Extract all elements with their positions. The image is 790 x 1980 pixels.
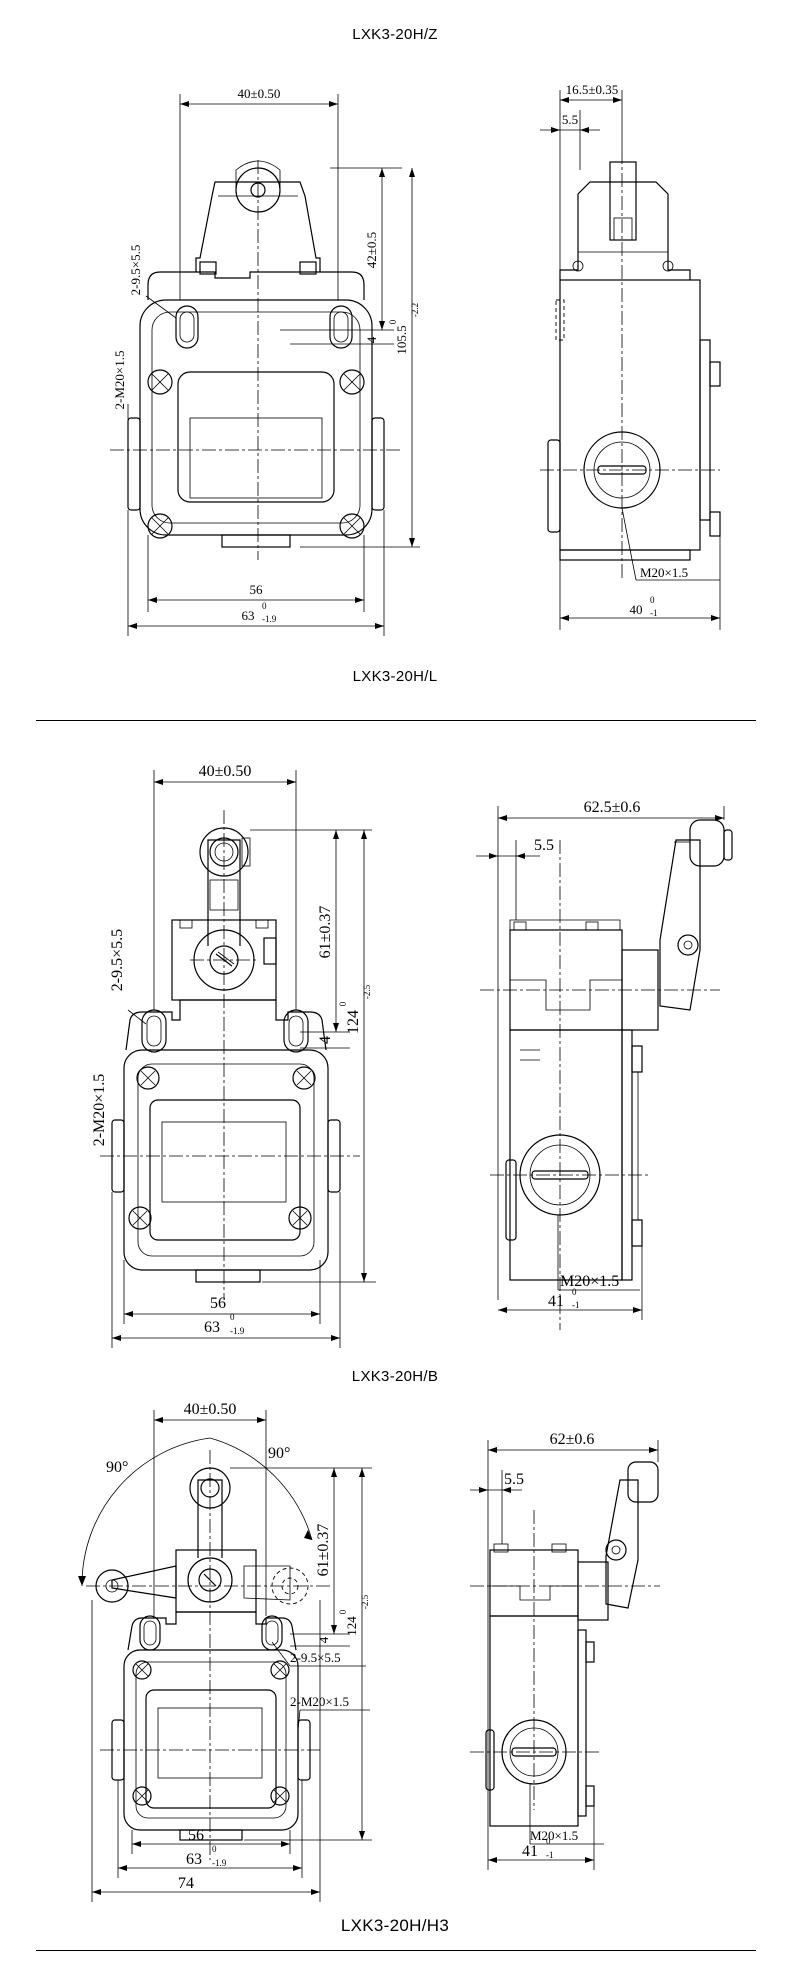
dim-width-tol-dn-b: -1 [546,1850,554,1860]
label-thread-side-z: M20×1.5 [640,565,688,580]
label-hole-b: 2-9.5×5.5 [290,1650,341,1665]
dim-width-tol-up-b: 0 [546,1836,551,1846]
dim-width-top-l: 40±0.50 [199,763,252,780]
dim-w-total-tol-up-l: 0 [230,1312,235,1322]
dim-width-side-b: 41 [522,1843,538,1860]
dim-small-z: 5.5 [562,112,578,127]
dim-w-total-tol-dn-z: -1.9 [262,614,277,624]
dim-width-side-z: 40 [630,602,643,617]
label-thread-z: 2-M20×1.5 [112,351,127,410]
label-thread-side-l: M20×1.5 [560,1273,619,1290]
dim-w-total-z: 63 [242,608,255,623]
divider-2 [36,1950,756,1951]
dim-h-actuator-b: 61±0.37 [315,1524,332,1577]
dim-h-actuator-l: 61±0.37 [317,906,334,959]
dim-w-total-l: 63 [204,1319,220,1336]
label-thread-side-b: M20×1.5 [530,1828,578,1843]
label-thread-l: 2-M20×1.5 [91,1074,108,1147]
side-view-b: 62±0.6 5.5 M20×1.5 41 0 -1 [470,1431,660,1870]
dim-top-l: 62.5±0.6 [584,799,641,816]
dim-width-tol-dn-l: -1 [572,1300,580,1310]
dim-h-gap-b: 4 [316,1636,331,1643]
dim-top-b: 62±0.6 [550,1431,595,1448]
dim-w-mid-l: 56 [210,1295,226,1312]
dim-small-l: 5.5 [534,837,554,854]
dim-width-side-l: 41 [548,1293,564,1310]
footer-title: LXK3-20H/H3 [340,1916,450,1935]
divider-1 [36,720,756,721]
dim-w-total-tol-up-z: 0 [262,601,267,611]
dim-small-b: 5.5 [504,1471,524,1488]
dim-h-gap-z: 4 [364,336,379,343]
section-title-b: LXK3-20H/B [351,1368,439,1385]
dim-top-z: 16.5±0.35 [566,82,619,97]
dim-w-total-tol-dn-l: -1.9 [230,1326,245,1336]
dim-w-total-tol-dn-b: -1.9 [212,1858,227,1868]
dim-h-total-tol-up-l: 0 [338,1001,348,1006]
label-hole-l: 2-9.5×5.5 [109,929,126,991]
label-thread-b: 2-M20×1.5 [290,1694,349,1709]
dim-h-total-b: 124 [344,1616,359,1636]
dim-h-total-z: 105.5 [394,325,409,354]
dim-width-top-b: 40±0.50 [184,1401,237,1418]
angle-right-b: 90° [268,1445,290,1462]
front-view-l: 40±0.50 61±0.37 4 124 0 -2.5 2-9.5×5.5 2… [91,763,376,1348]
dim-w-mid-b: 56 [188,1827,204,1844]
dim-width-top-z: 40±0.50 [238,86,281,101]
dim-h-total-tol-dn-b: -2.5 [360,1594,370,1609]
dim-h-total-tol-up-b: 0 [338,1609,348,1614]
angle-left-b: 90° [106,1459,128,1476]
section-title-z: LXK3-20H/Z [352,26,438,43]
dim-h-actuator-z: 42±0.5 [364,232,379,268]
front-view-b: 90° 90° 40±0.50 61±0.37 4 124 0 -2.5 2-9… [78,1401,372,1902]
dim-w-arm-b: 74 [178,1875,194,1892]
dim-w-mid-z: 56 [250,582,264,597]
dim-h-total-l: 124 [345,1010,362,1034]
label-hole-z: 2-9.5×5.5 [128,245,143,296]
drawing-b: 90° 90° 40±0.50 61±0.37 4 124 0 -2.5 2-9… [78,1401,660,1902]
dim-w-total-tol-up-b: 0 [212,1844,217,1854]
dim-h-total-tol-dn-l: -2.5 [362,984,372,999]
drawing-z: 40±0.50 42±0.5 4 105.5 0 -2.2 2-9.5×5.5 … [110,82,721,636]
drawing-l: 40±0.50 61±0.37 4 124 0 -2.5 2-9.5×5.5 2… [91,763,733,1348]
dim-width-tol-up-l: 0 [572,1287,577,1297]
front-view-z: 40±0.50 42±0.5 4 105.5 0 -2.2 2-9.5×5.5 … [110,86,420,636]
section-title-l: LXK3-20H/L [352,668,438,685]
dim-h-total-tol-up-z: 0 [388,319,398,324]
dim-h-total-tol-dn-z: -2.2 [410,303,420,317]
dim-h-gap-l: 4 [317,1036,334,1044]
side-view-l: 62.5±0.6 5.5 M20×1.5 41 0 -1 [476,799,733,1330]
side-view-z: 16.5±0.35 5.5 M20×1.5 40 0 -1 [540,82,721,630]
dim-w-total-b: 63 [186,1851,202,1868]
dim-width-tol-dn-z: -1 [650,608,658,618]
dim-width-tol-up-z: 0 [650,595,655,605]
